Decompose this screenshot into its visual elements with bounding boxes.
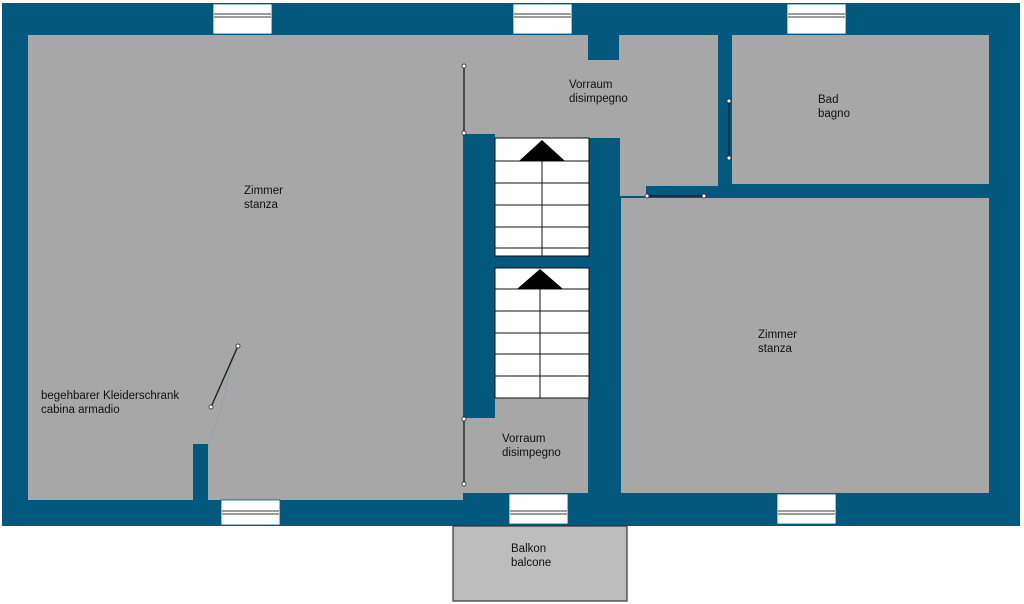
- window-top-center: [512, 3, 573, 35]
- stairs-lower-arrow-icon: [517, 269, 563, 289]
- room-vorraum-top-floor: [463, 35, 718, 196]
- label-vorraum-top-it: disimpegno: [569, 93, 628, 105]
- window-bottom-right: [776, 493, 837, 525]
- balcony-floor: [452, 525, 628, 602]
- label-bad-it: bagno: [818, 108, 850, 120]
- label-vorraum-bottom-it: disimpegno: [502, 447, 561, 459]
- label-kleiderschrank: begehbarer Kleiderschrank cabina armadio: [41, 389, 179, 417]
- label-vorraum-top-de: Vorraum: [569, 79, 613, 91]
- label-kleiderschrank-it: cabina armadio: [41, 404, 120, 416]
- room-vorraum-bottom-floor: [463, 398, 588, 493]
- label-zimmer-left-de: Zimmer: [244, 185, 283, 197]
- window-bottom-left: [220, 499, 281, 526]
- label-zimmer-left-it: stanza: [244, 199, 278, 211]
- label-zimmer-right: Zimmer stanza: [758, 328, 797, 356]
- window-top-right: [786, 3, 847, 35]
- label-balkon: Balkon balcone: [511, 542, 551, 570]
- door-marks: [208, 63, 732, 487]
- room-bad-floor: [732, 35, 989, 184]
- window-bottom-center: [508, 493, 569, 525]
- label-balkon-de: Balkon: [511, 543, 547, 555]
- room-vorraum-top-door-area: [463, 64, 495, 134]
- label-zimmer-right-it: stanza: [758, 343, 792, 355]
- label-zimmer-left: Zimmer stanza: [244, 184, 283, 212]
- label-vorraum-bottom: Vorraum disimpegno: [502, 432, 561, 460]
- label-vorraum-bottom-de: Vorraum: [502, 433, 546, 445]
- label-vorraum-top: Vorraum disimpegno: [569, 78, 628, 106]
- stairs-lower: [494, 267, 590, 399]
- room-zimmer-left-floor: [28, 35, 463, 500]
- label-bad-de: Bad: [818, 94, 839, 106]
- label-zimmer-right-de: Zimmer: [758, 329, 797, 341]
- room-kleiderschrank-floor: [28, 298, 236, 500]
- stairs-upper-arrow-icon: [519, 140, 565, 161]
- stairs-upper: [494, 137, 590, 257]
- label-bad: Bad bagno: [818, 93, 850, 121]
- label-balkon-it: balcone: [511, 557, 552, 569]
- window-top-left: [212, 3, 273, 35]
- label-kleiderschrank-de: begehbarer Kleiderschrank: [41, 390, 180, 402]
- room-zimmer-right-floor: [621, 198, 989, 493]
